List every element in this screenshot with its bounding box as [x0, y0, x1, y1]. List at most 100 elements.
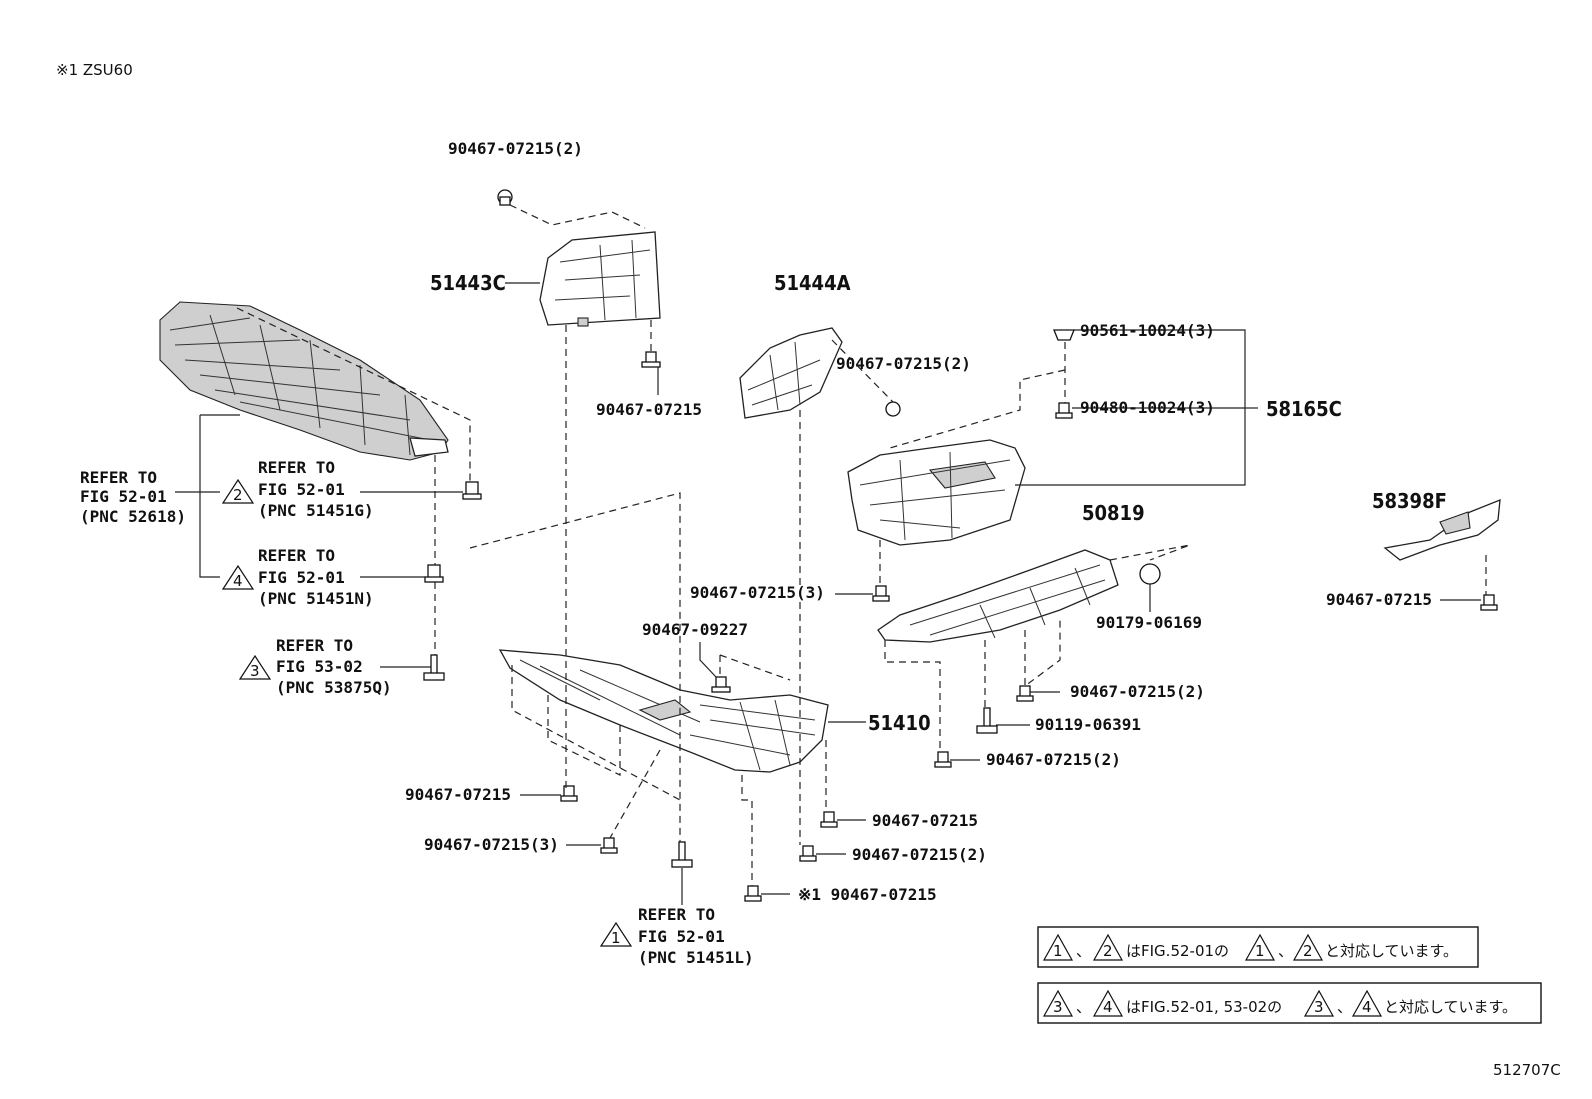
callout-label: 90561-10024(3)	[1080, 321, 1215, 340]
callout-label: 90467-07215	[1326, 590, 1432, 609]
svg-text:2: 2	[1303, 942, 1313, 960]
callout-label: ※1 90467-07215	[798, 885, 937, 904]
svg-text:4: 4	[1103, 998, 1113, 1016]
part-label-51444A: 51444A	[774, 271, 851, 295]
front-lower-cover-part	[159, 301, 449, 461]
grommet-icon	[1139, 563, 1161, 585]
svg-text:はFIG.52-01, 53-02の: はFIG.52-01, 53-02の	[1126, 998, 1282, 1016]
svg-text:1: 1	[1053, 942, 1063, 960]
triangle-mark-icon	[1042, 933, 1074, 961]
clip-icon	[799, 845, 817, 862]
clip-icon	[872, 585, 890, 602]
refer-block-2: 2 REFER TO FIG 52-01 (PNC 51451G)	[221, 458, 374, 520]
svg-text:はFIG.52-01の: はFIG.52-01の	[1126, 942, 1229, 960]
svg-text:4: 4	[233, 572, 243, 590]
tray-58165C-part	[847, 439, 1026, 546]
clip-icon	[560, 785, 578, 802]
note-box-1: 1 、 2 はFIG.52-01の 1 、 2 と対応しています。	[1037, 926, 1479, 968]
triangle-mark-icon	[1351, 989, 1383, 1017]
svg-text:、: 、	[1278, 942, 1293, 960]
engine-under-cover-51410-part	[498, 649, 829, 773]
triangle-mark-icon	[221, 478, 255, 504]
clip-icon	[820, 811, 838, 828]
triangle-mark-icon	[238, 654, 272, 680]
svg-text:、: 、	[1076, 998, 1091, 1016]
svg-text:FIG 52-01: FIG 52-01	[258, 568, 345, 587]
triangle-mark-icon	[1042, 989, 1074, 1017]
bolt-icon	[671, 841, 693, 868]
triangle-mark-icon	[1092, 933, 1124, 961]
callout-label: 90119-06391	[1035, 715, 1141, 734]
svg-text:3: 3	[250, 662, 260, 680]
svg-text:FIG 52-01: FIG 52-01	[80, 487, 167, 506]
triangle-mark-icon	[1244, 933, 1276, 961]
callout-label: 90467-07215(2)	[1070, 682, 1205, 701]
svg-text:FIG 52-01: FIG 52-01	[638, 927, 725, 946]
triangle-mark-icon	[1303, 989, 1335, 1017]
diagram-id: 512707C	[1493, 1061, 1561, 1079]
callout-label: 90467-09227	[642, 620, 748, 639]
clip-icon	[934, 751, 952, 768]
triangle-mark-icon	[221, 564, 255, 590]
clip-icon	[885, 401, 901, 417]
bracket-58398F-part	[1383, 498, 1501, 561]
part-label-58165C: 58165C	[1266, 397, 1342, 421]
callout-label: 90467-07215	[596, 400, 702, 419]
callout-label: 90179-06169	[1096, 613, 1202, 632]
callout-label: 90467-07215(2)	[852, 845, 987, 864]
svg-text:REFER TO: REFER TO	[258, 458, 335, 477]
callout-label: 90467-07215	[872, 811, 978, 830]
svg-text:、: 、	[1337, 998, 1352, 1016]
svg-text:(PNC 52618): (PNC 52618)	[80, 507, 186, 526]
refer-block-1: 1 REFER TO FIG 52-01 (PNC 51451L)	[599, 905, 754, 967]
note-box-2: 3 、 4 はFIG.52-01, 53-02の 3 、 4 と対応しています。	[1037, 982, 1542, 1024]
callout-label: 90467-07215(2)	[986, 750, 1121, 769]
bolt-icon	[976, 707, 998, 734]
svg-text:と対応しています。: と対応しています。	[1325, 942, 1458, 960]
clip-icon	[711, 676, 731, 693]
clip-icon	[497, 189, 513, 206]
refer-block-4: 4 REFER TO FIG 52-01 (PNC 51451N)	[221, 546, 374, 608]
svg-text:(PNC 51451N): (PNC 51451N)	[258, 589, 374, 608]
grommet-icon	[1053, 329, 1075, 341]
svg-text:REFER TO: REFER TO	[638, 905, 715, 924]
bolt-icon	[423, 654, 445, 681]
svg-text:3: 3	[1053, 998, 1063, 1016]
svg-text:(PNC 53875Q): (PNC 53875Q)	[276, 678, 392, 697]
bracket-51444A-part	[739, 327, 843, 419]
svg-text:4: 4	[1362, 998, 1372, 1016]
callout-label: 90467-07215(3)	[690, 583, 825, 602]
svg-text:FIG 53-02: FIG 53-02	[276, 657, 363, 676]
svg-text:2: 2	[1103, 942, 1113, 960]
svg-text:FIG 52-01: FIG 52-01	[258, 480, 345, 499]
triangle-mark-icon	[1292, 933, 1324, 961]
callout-label: 90480-10024(3)	[1080, 398, 1215, 417]
part-label-50819: 50819	[1082, 501, 1145, 525]
clip-icon	[1016, 685, 1034, 702]
part-label-51410: 51410	[868, 711, 931, 735]
assembly-dashed-lines	[236, 204, 1487, 886]
triangle-mark-icon	[1092, 989, 1124, 1017]
refer-block-left: REFER TO FIG 52-01 (PNC 52618)	[80, 468, 186, 526]
clip-icon	[1480, 594, 1498, 611]
svg-text:REFER TO: REFER TO	[80, 468, 157, 487]
svg-text:(PNC 51451L): (PNC 51451L)	[638, 948, 754, 967]
svg-text:REFER TO: REFER TO	[258, 546, 335, 565]
callout-label: 90467-07215(2)	[448, 139, 583, 158]
part-label-51443C: 51443C	[430, 271, 506, 295]
triangle-mark-icon	[599, 921, 633, 947]
clip-icon	[600, 837, 618, 854]
svg-text:REFER TO: REFER TO	[276, 636, 353, 655]
clip-icon	[462, 481, 482, 500]
part-label-58398F: 58398F	[1372, 489, 1447, 513]
svg-text:3: 3	[1314, 998, 1324, 1016]
model-note: ※1 ZSU60	[56, 61, 133, 79]
svg-text:と対応しています。: と対応しています。	[1384, 998, 1517, 1016]
shield-51443C-part	[539, 231, 661, 327]
callout-label: 90467-07215(3)	[424, 835, 559, 854]
svg-text:1: 1	[611, 929, 621, 947]
clip-icon	[424, 564, 444, 583]
clip-icon	[1055, 402, 1073, 419]
guard-50819-part	[877, 549, 1119, 643]
